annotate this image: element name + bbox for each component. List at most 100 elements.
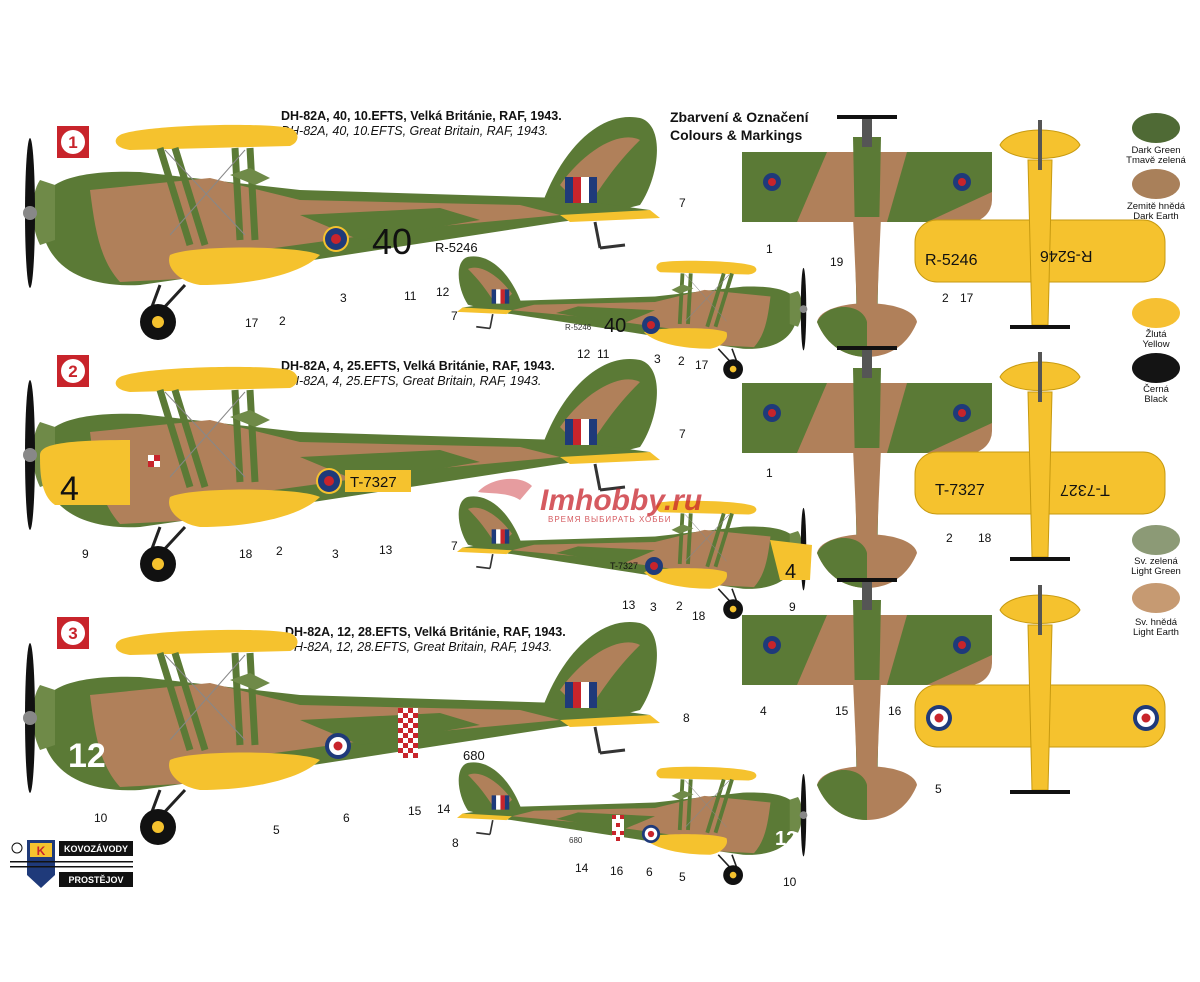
plan-views-1: R-5246 R-5246 1 19 2 17 (742, 115, 1166, 357)
checkerboard-band (398, 708, 418, 758)
caption-en: DH-82A, 40, 10.EFTS, Great Britain, RAF,… (281, 124, 548, 138)
svg-text:5: 5 (679, 870, 686, 884)
svg-text:11: 11 (597, 347, 610, 361)
svg-text:3: 3 (650, 600, 657, 614)
fuselage-serial: T-7327 (350, 474, 397, 491)
svg-text:9: 9 (82, 547, 89, 561)
svg-text:2: 2 (276, 544, 283, 558)
svg-text:13: 13 (379, 543, 393, 557)
svg-text:10: 10 (94, 811, 108, 825)
swatch-color (1132, 583, 1180, 613)
watermark-tagline: ВРЕМЯ ВЫБИРАТЬ ХОББИ (548, 515, 672, 524)
underwing-serial: T-7327 (935, 482, 985, 499)
svg-text:12: 12 (577, 347, 591, 361)
svg-text:7: 7 (679, 196, 686, 210)
svg-text:Zemitě hnědá: Zemitě hnědá (1127, 201, 1186, 212)
small-serial: R-5246 (565, 323, 592, 332)
watermark: Imhobby.ru ВРЕМЯ ВЫБИРАТЬ ХОББИ (478, 478, 702, 524)
svg-text:17: 17 (245, 316, 259, 330)
caption-cz: DH-82A, 4, 25.EFTS, Velká Británie, RAF,… (281, 359, 555, 373)
swatch-color (1132, 113, 1180, 143)
profile-1: 1 DH-82A, 40, 10.EFTS, Velká Británie, R… (23, 109, 807, 379)
svg-text:Dark Green: Dark Green (1131, 145, 1180, 156)
swatch: Dark Green Tmavě zelená (1126, 113, 1187, 166)
fuselage-code: 4 (60, 470, 79, 508)
svg-text:18: 18 (692, 609, 706, 623)
svg-text:18: 18 (239, 547, 253, 561)
small-code: 40 (604, 315, 626, 337)
fuselage-serial: R-5246 (435, 240, 478, 255)
underwing-serial: R-5246 (925, 252, 978, 269)
svg-text:19: 19 (830, 255, 844, 269)
svg-text:17: 17 (960, 291, 974, 305)
swatch: Černá Black (1132, 353, 1180, 405)
svg-text:7: 7 (679, 427, 686, 441)
svg-text:16: 16 (610, 864, 624, 878)
manufacturer-logo: K KOVOZÁVODY PROSTĚJOV (10, 840, 133, 888)
svg-text:1: 1 (766, 242, 773, 256)
badge-number: 1 (68, 133, 77, 152)
fuselage-code: 40 (372, 221, 412, 262)
fuselage-code: 12 (68, 737, 106, 775)
heading-en: Colours & Markings (670, 127, 802, 143)
small-code: 4 (785, 561, 796, 583)
svg-text:12: 12 (436, 285, 450, 299)
svg-text:Sv. hnědá: Sv. hnědá (1135, 617, 1178, 628)
svg-text:7: 7 (451, 309, 458, 323)
underwing-serial-right: T-7327 (1060, 481, 1110, 498)
svg-text:10: 10 (783, 875, 797, 889)
aircraft-side-small: T-7327 4 (457, 496, 812, 619)
caption-cz: DH-82A, 12, 28.EFTS, Velká Británie, RAF… (285, 625, 566, 639)
svg-text:Tmavě zelená: Tmavě zelená (1126, 155, 1186, 166)
aircraft-side-small: 12 680 (457, 762, 807, 885)
badge-1: 1 (57, 126, 89, 158)
svg-text:3: 3 (340, 291, 347, 305)
svg-text:3: 3 (332, 547, 339, 561)
svg-text:6: 6 (646, 865, 653, 879)
badge-2: 2 (57, 355, 89, 387)
svg-text:3: 3 (654, 352, 661, 366)
svg-text:13: 13 (622, 598, 636, 612)
logo-line1: KOVOZÁVODY (64, 844, 128, 854)
svg-text:2: 2 (678, 354, 685, 368)
badge-number: 2 (68, 362, 77, 381)
swatch-color (1132, 353, 1180, 383)
svg-text:Yellow: Yellow (1142, 339, 1169, 350)
svg-text:9: 9 (789, 600, 796, 614)
svg-text:2: 2 (279, 314, 286, 328)
svg-text:14: 14 (437, 802, 451, 816)
svg-text:Dark Earth: Dark Earth (1133, 211, 1178, 222)
svg-text:8: 8 (452, 836, 459, 850)
svg-text:15: 15 (408, 804, 422, 818)
underwing-serial-right: R-5246 (1040, 247, 1093, 264)
small-serial: T-7327 (610, 561, 638, 571)
swatch-color (1132, 525, 1180, 555)
aircraft-side-large: 40 R-5246 (23, 117, 660, 340)
plan-views-2: T-7327 T-7327 1 2 18 (742, 346, 1166, 588)
svg-text:17: 17 (695, 358, 709, 372)
caption-en: DH-82A, 12, 28.EFTS, Great Britain, RAF,… (285, 640, 552, 654)
aircraft-side-large: 12 680 (23, 622, 660, 845)
svg-text:16: 16 (888, 704, 902, 718)
svg-text:8: 8 (683, 711, 690, 725)
swatch: Žlutá Yellow (1132, 298, 1180, 350)
logo-line2: PROSTĚJOV (68, 874, 123, 885)
colour-swatches: Dark Green Tmavě zelená Zemitě hnědá Dar… (1126, 113, 1187, 638)
aircraft-side-small: 40 R-5246 (457, 256, 807, 379)
svg-text:14: 14 (575, 861, 589, 875)
svg-text:Sv. zelená: Sv. zelená (1134, 556, 1178, 567)
aircraft-side-large: T-7327 4 (23, 359, 660, 582)
badge-3: 3 (57, 617, 89, 649)
svg-text:2: 2 (946, 531, 953, 545)
swatch: Sv. hnědá Light Earth (1132, 583, 1180, 638)
small-code: 12 (775, 828, 797, 850)
svg-text:Žlutá: Žlutá (1145, 329, 1167, 340)
logo-mark: K (37, 844, 46, 858)
svg-text:15: 15 (835, 704, 849, 718)
svg-text:11: 11 (404, 289, 417, 303)
svg-text:7: 7 (451, 539, 458, 553)
svg-text:4: 4 (760, 704, 767, 718)
svg-text:5: 5 (935, 782, 942, 796)
fuselage-serial: 680 (463, 748, 485, 763)
small-serial: 680 (569, 836, 583, 845)
